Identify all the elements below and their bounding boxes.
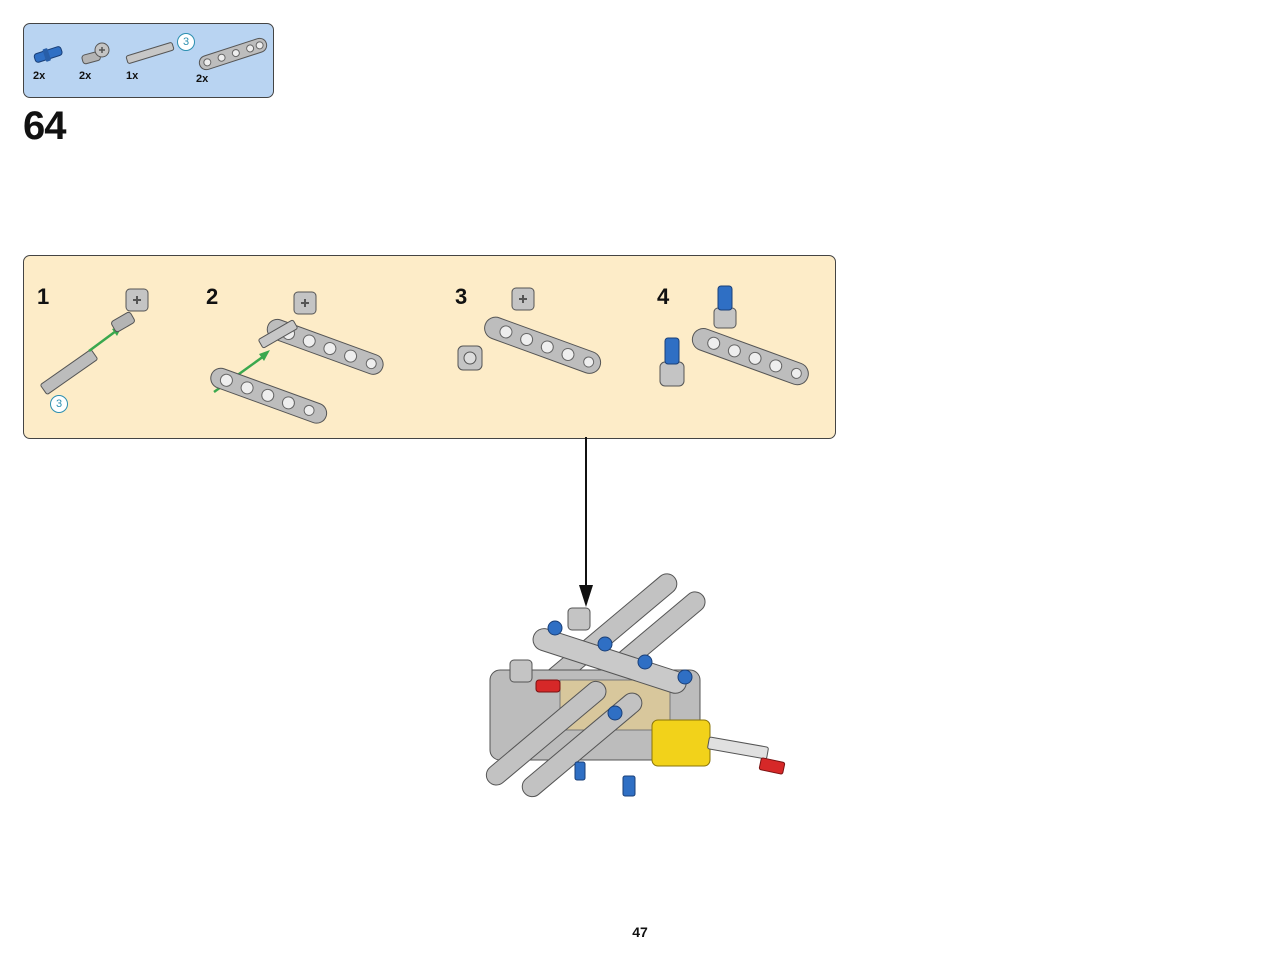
- part-quantity: 2x: [79, 70, 91, 82]
- axle-length-badge: 3: [50, 395, 68, 413]
- step-number: 64: [23, 104, 66, 149]
- blue-axle-pin-icon: [32, 44, 66, 64]
- subassembly-callout: 1 2 3 4 3: [23, 255, 836, 439]
- substep-3-illustration: [452, 284, 612, 384]
- gray-axle-connector-icon: [80, 41, 112, 67]
- substep-4-illustration: [656, 284, 816, 399]
- axle-length-badge: 3: [177, 33, 195, 51]
- substep-1-illustration: [34, 281, 164, 396]
- parts-list-callout: 2x 2x 1x 3 2x: [23, 23, 274, 98]
- page-number: 47: [0, 924, 1280, 940]
- gray-liftarm-icon: [194, 34, 272, 74]
- gray-axle-icon: [124, 38, 176, 68]
- substep-2-illustration: [204, 284, 394, 434]
- part-quantity: 2x: [33, 70, 45, 82]
- main-model-illustration: [460, 580, 800, 805]
- part-quantity: 2x: [196, 73, 208, 85]
- part-quantity: 1x: [126, 70, 138, 82]
